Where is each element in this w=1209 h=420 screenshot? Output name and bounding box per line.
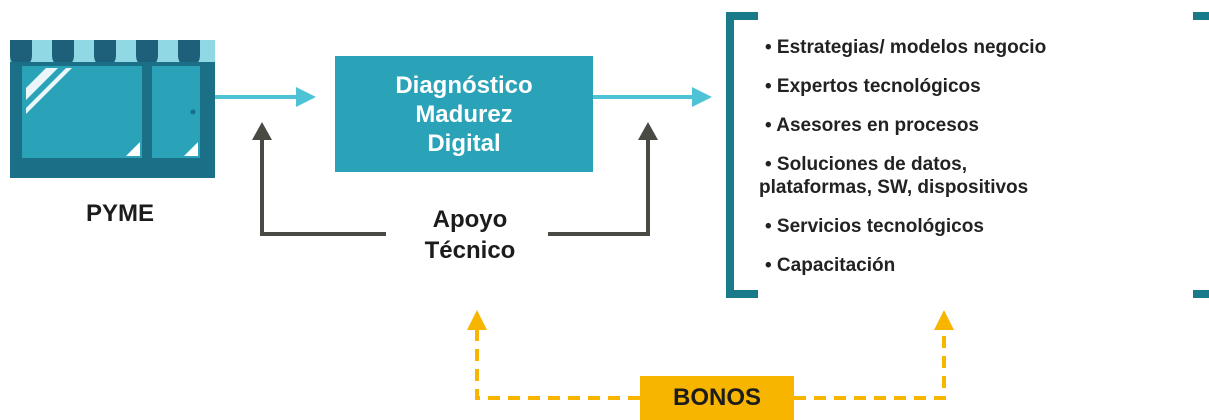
list-item: • Estrategias/ modelos negocio [765,36,1185,59]
diagnostic-box: Diagnóstico Madurez Digital [335,56,593,172]
list-item: • Capacitación [765,254,1185,277]
arrow-support-to-services [548,122,658,236]
arrow-pyme-to-diagnostic [215,87,316,107]
diagnostic-line-3: Digital [427,129,501,157]
service-text: • Servicios tecnológicos [765,216,984,237]
diagnostic-line-2: Madurez [415,100,513,128]
services-bracket [726,12,1209,298]
list-item: • Servicios tecnológicos [765,215,1185,238]
support-line-2: Técnico [424,237,516,264]
list-item: • Asesores en procesos [765,114,1185,137]
storefront-icon [10,40,215,178]
service-text: • Estrategias/ modelos negocio [765,37,1047,58]
service-text: • Capacitación [765,255,896,276]
services-list: • Estrategias/ modelos negocio • Experto… [759,36,1185,293]
service-text: • Soluciones de datos, [765,154,967,175]
bonus-dashed-connector [467,310,954,400]
service-text-continued: plataformas, SW, dispositivos [759,177,1029,198]
service-text: • Asesores en procesos [765,115,979,136]
diagnostic-line-1: Diagnóstico [395,71,533,99]
arrow-support-to-pyme [252,122,386,236]
pyme-label: PYME [85,200,154,227]
list-item: • Soluciones de datos, plataformas, SW, … [759,153,1185,199]
support-line-1: Apoyo [432,206,508,233]
bonus-box: BONOS [640,376,794,420]
arrow-diagnostic-to-services [593,87,712,107]
list-item: • Expertos tecnológicos [765,75,1185,98]
service-text: • Expertos tecnológicos [765,76,981,97]
bonus-label: BONOS [672,384,761,411]
technical-support-label: Apoyo Técnico [380,204,560,266]
